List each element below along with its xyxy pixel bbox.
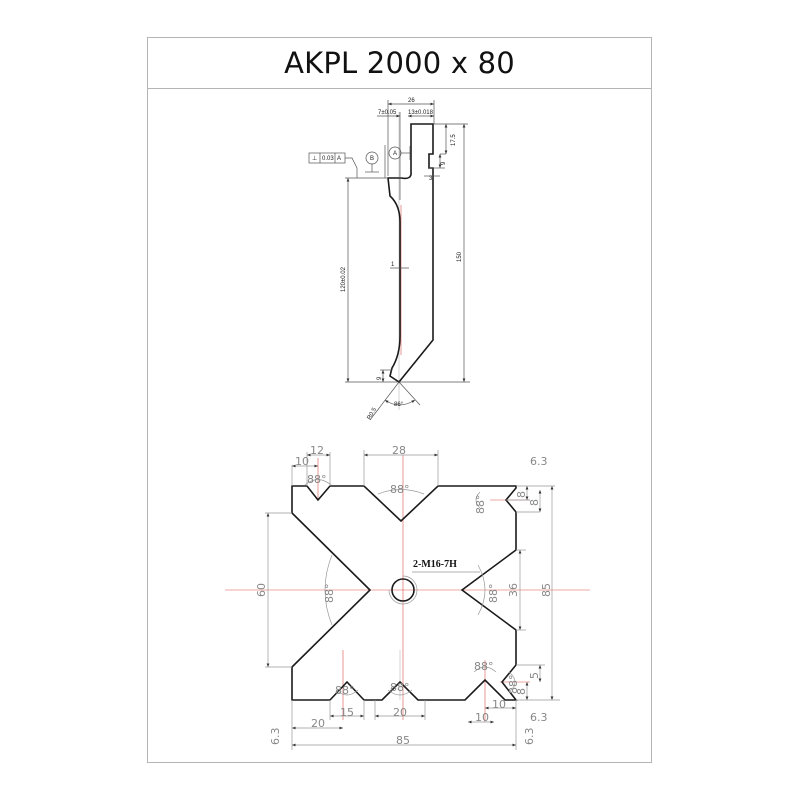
angle-right-v: 88° (487, 584, 500, 604)
dim-groove-height: 9 (441, 161, 447, 165)
thread-callout: 2-M16-7H (413, 559, 457, 570)
roughness-top-right: 6.3 (530, 455, 548, 468)
dim-right-bottom-a: 5 (528, 672, 541, 679)
title-block: AKPL 2000 x 80 (148, 38, 651, 89)
dim-right-top-b: 8 (528, 499, 541, 506)
punch-outline (387, 123, 434, 384)
angle-bottom-v2: 88° (390, 681, 410, 694)
punch-profile-view: 26 7±0.05 13±0.018 17.5 9 3 150 120±0.02… (308, 98, 470, 421)
dim-bottom-v1-offset: 20 (311, 717, 325, 730)
angle-top-large-v: 88° (390, 483, 410, 496)
roughness-bottom-left: 6.3 (269, 728, 282, 746)
dim-left-v-height: 60 (255, 583, 268, 597)
angle-right-top-v: 88° (474, 495, 487, 515)
die-section-view: 2-M16-7H 12 10 28 88° 88° 88° 88° 88° 88… (225, 444, 590, 750)
dim-tang-width: 13±0.018 (408, 110, 434, 116)
angle-right-bottom-v: 88° (507, 675, 520, 695)
dim-top-height: 17.5 (451, 134, 457, 146)
tolerance-datum: A (337, 156, 341, 162)
datum-a: A (393, 151, 397, 157)
tolerance-value: 0.03 (322, 156, 334, 162)
dim-left-offset: 7±0.05 (378, 110, 397, 116)
dim-tip-height: 9 (377, 376, 383, 380)
roughness-bottom-right: 6.3 (530, 711, 548, 724)
dim-right-top-a: 8 (515, 491, 528, 498)
drawing-title: AKPL 2000 x 80 (284, 46, 515, 80)
dim-top-small-v-offset: 10 (295, 455, 309, 468)
dim-right-v-height: 36 (507, 583, 520, 597)
angle-bottom-right-v: 88° (474, 660, 494, 673)
perpendicularity-symbol: ⊥ (312, 155, 317, 162)
dim-groove-depth: 3 (429, 176, 433, 182)
dim-bottom-v2-width: 20 (393, 706, 407, 719)
dim-working-height: 120±0.02 (341, 266, 347, 292)
roughness-bottom-right-vertical: 6.3 (523, 728, 536, 746)
angle-top-small-v: 88° (307, 473, 327, 486)
dim-right-bottom-b: 8 (515, 688, 528, 695)
dim-top-small-v-width: 12 (310, 444, 324, 457)
dim-top-large-v-width: 28 (392, 444, 406, 457)
dim-bottom-right-offset-a: 10 (492, 698, 506, 711)
datum-b: B (370, 156, 374, 162)
dim-bottom-right-offset-b: 10 (475, 711, 489, 724)
dim-overall-width: 26 (408, 98, 415, 104)
dim-bottom-v1-width: 15 (340, 706, 354, 719)
dim-total-height: 150 (457, 251, 463, 262)
dim-relief: 1 (391, 262, 395, 268)
angle-bottom-v1: 88° (335, 684, 355, 697)
dim-overall-width: 85 (396, 734, 410, 747)
dim-overall-height: 85 (540, 583, 553, 597)
angle-left-v: 88° (323, 584, 336, 604)
dim-tip-radius: R0.5 (367, 406, 379, 421)
dim-tip-angle: 86° (394, 402, 404, 408)
